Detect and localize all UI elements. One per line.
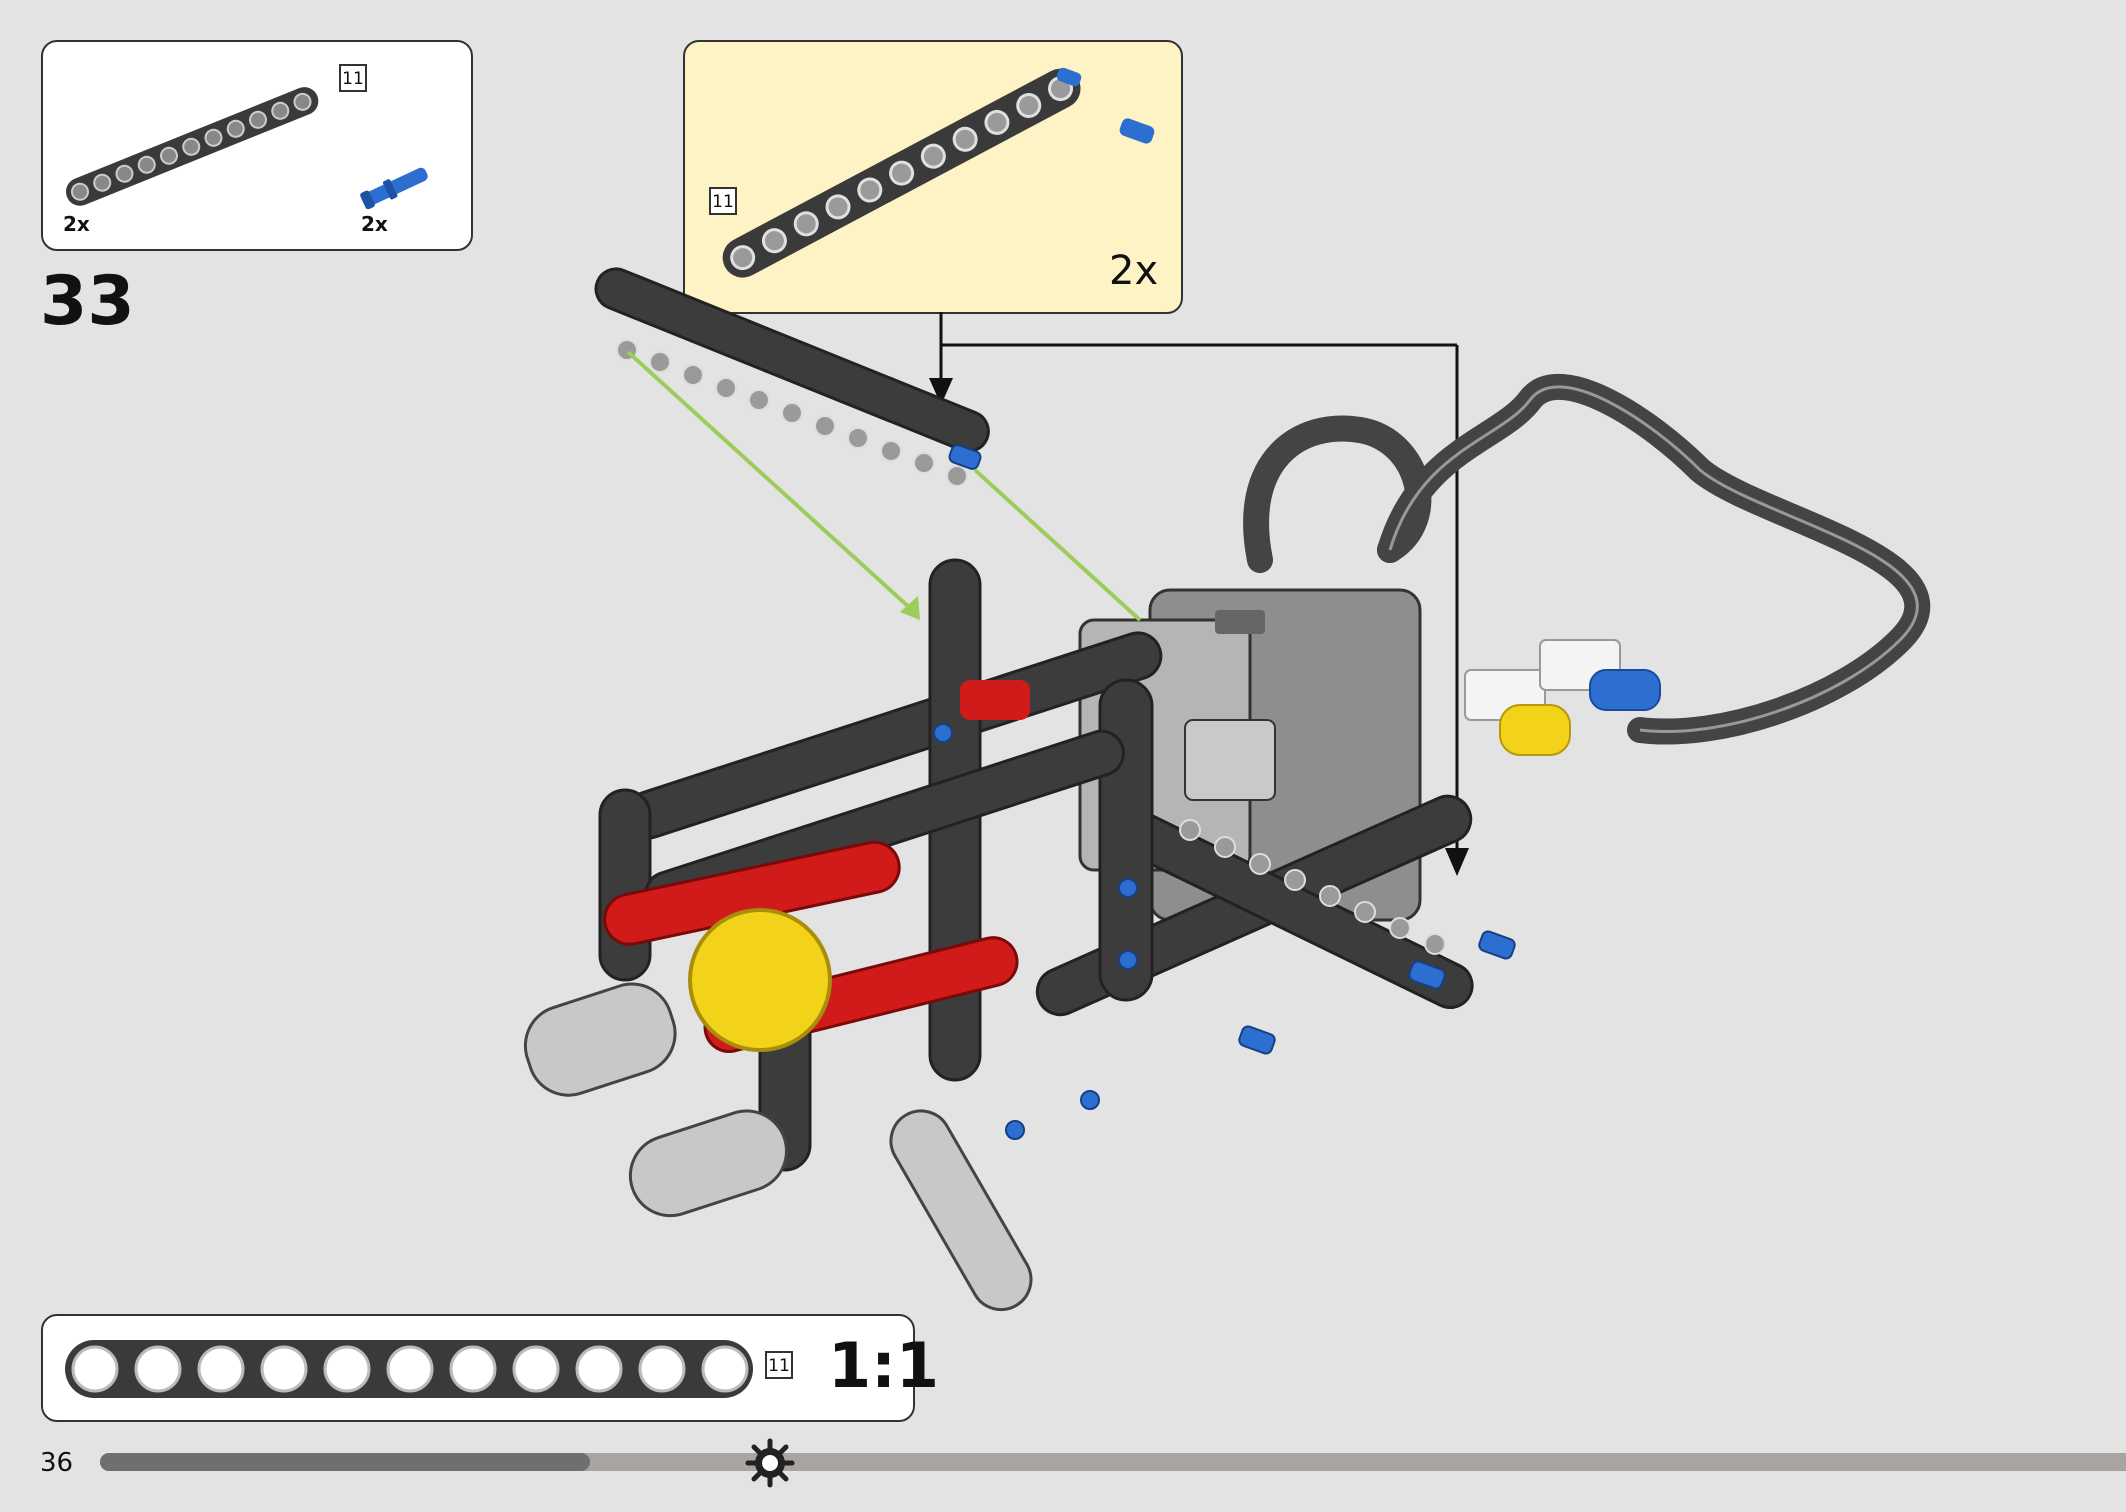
- progress-bar-fill: [100, 1453, 590, 1471]
- scale-hole: [71, 1345, 119, 1393]
- beam-qty: 2x: [63, 212, 90, 236]
- scale-reference: 11 1:1: [41, 1314, 939, 1422]
- scale-hole: [134, 1345, 182, 1393]
- guide-arrows: [626, 350, 1142, 622]
- scale-hole: [638, 1345, 686, 1393]
- parts-list-callout: 11 2x 2x: [41, 40, 473, 251]
- motor-cable-stripes: [1388, 385, 1919, 734]
- blue-axle-pin-image: [360, 167, 428, 210]
- submodel-beam-length-label: 11: [709, 187, 737, 215]
- callout-arrows: [939, 312, 1459, 850]
- step-number: 33: [40, 262, 135, 341]
- scale-hole: [575, 1345, 623, 1393]
- page-number: 36: [40, 1448, 74, 1478]
- scale-hole: [512, 1345, 560, 1393]
- scale-hole: [197, 1345, 245, 1393]
- beam-holes: [616, 339, 1446, 955]
- gear-icon: [745, 1438, 795, 1488]
- scale-ratio: 1:1: [828, 1329, 940, 1402]
- pin-qty: 2x: [361, 212, 388, 236]
- scale-length-label: 11: [765, 1351, 793, 1379]
- blue-pins: [933, 444, 1516, 1140]
- progress-bar: [100, 1453, 2126, 1471]
- scale-hole: [323, 1345, 371, 1393]
- scale-hole: [386, 1345, 434, 1393]
- scale-hole: [449, 1345, 497, 1393]
- light-gray-parts: [523, 982, 1033, 1312]
- beam-11-part-image: [65, 87, 428, 210]
- submodel-qty: 2x: [1109, 248, 1159, 294]
- beam-length-label: 11: [339, 64, 367, 92]
- submodel-callout: 11 2x: [683, 40, 1183, 314]
- beam-scale-image: [65, 1340, 753, 1398]
- scale-hole: [701, 1345, 749, 1393]
- scale-hole: [260, 1345, 308, 1393]
- submodel-image: [722, 67, 1155, 278]
